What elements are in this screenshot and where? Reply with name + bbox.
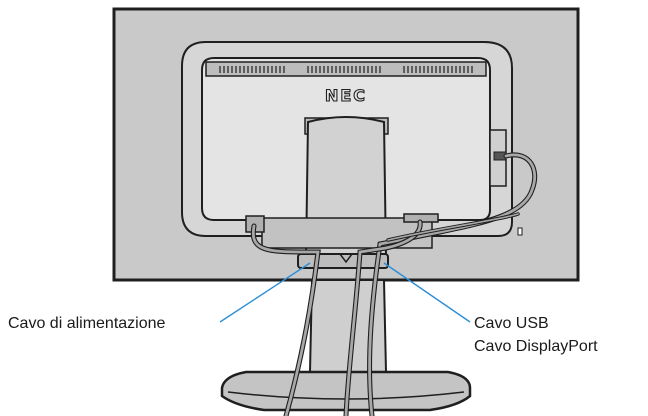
displayport-cable-label: Cavo DisplayPort [474, 338, 598, 355]
vent-grille-center [307, 66, 381, 73]
cable-holder-notch [339, 253, 353, 264]
nec-logo: NEC [325, 86, 367, 105]
vent-grille-left [219, 66, 285, 73]
usb-displayport-leader-line [383, 262, 471, 323]
power-cable-label: Cavo di alimentazione [8, 315, 166, 332]
vent-grille-right [403, 66, 473, 73]
cable-holder-clip [297, 253, 389, 269]
power-cable-leader-line [219, 262, 311, 323]
usb-cable-label: Cavo USB [474, 315, 549, 332]
security-lock-slot [517, 227, 523, 236]
cable-bundle [250, 152, 538, 416]
